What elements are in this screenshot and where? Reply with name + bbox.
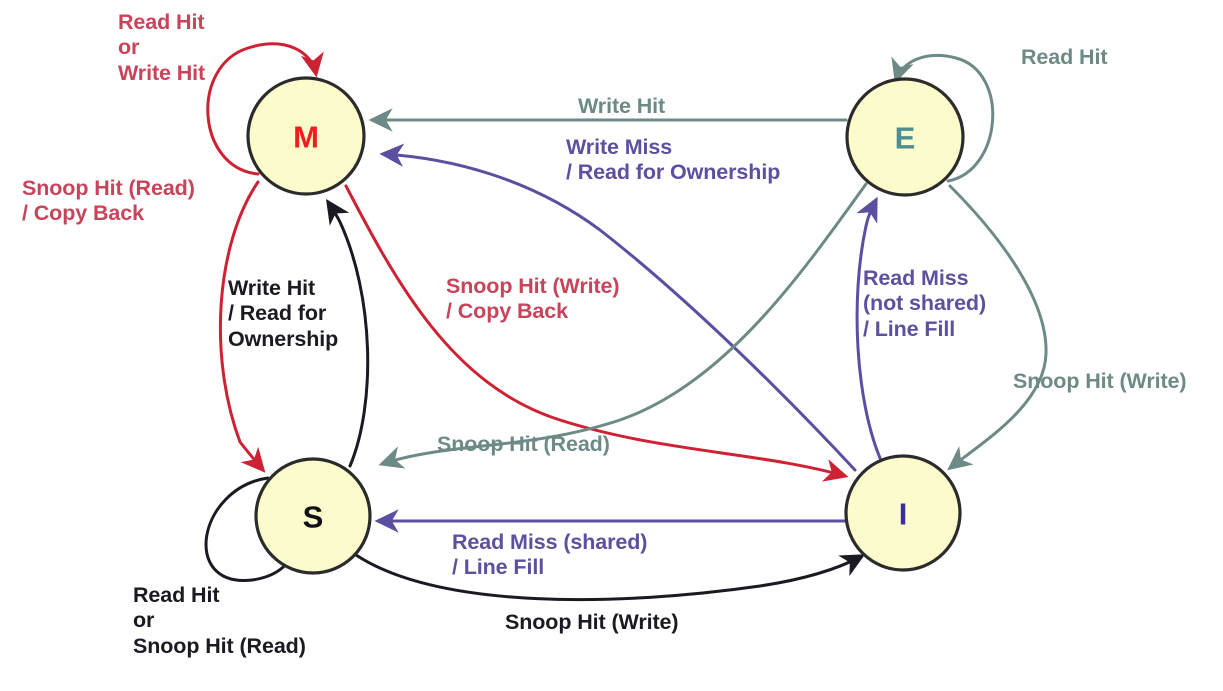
- node-s[interactable]: S: [254, 457, 372, 575]
- node-i-label: I: [899, 497, 908, 532]
- node-e-circle[interactable]: [845, 77, 965, 197]
- node-m[interactable]: M: [246, 76, 366, 196]
- node-s-label: S: [303, 500, 324, 535]
- node-m-circle[interactable]: [246, 76, 366, 196]
- edge-label-m-self-loop: Read Hit or Write Hit: [118, 10, 206, 85]
- node-i[interactable]: I: [844, 454, 962, 572]
- node-i-circle[interactable]: [844, 454, 962, 572]
- edge-e-self-loop: [891, 53, 995, 183]
- edge-label-i-to-e: Read Miss (not shared) / Line Fill: [863, 266, 987, 341]
- node-e[interactable]: E: [845, 77, 965, 197]
- node-s-circle[interactable]: [254, 457, 372, 575]
- edge-s-to-m: [326, 199, 370, 468]
- edge-label-i-to-s: Read Miss (shared) / Line Fill: [452, 530, 648, 580]
- edge-label-m-to-i: Snoop Hit (Write) / Copy Back: [446, 274, 620, 324]
- edge-label-s-to-i: Snoop Hit (Write): [505, 610, 679, 634]
- edge-m-to-i: [344, 184, 849, 482]
- edge-s-to-i: [354, 553, 866, 602]
- edge-e-to-s: [378, 182, 868, 469]
- node-e-label: E: [895, 121, 916, 156]
- edge-label-e-to-m: Write Hit: [578, 94, 666, 118]
- edge-label-e-self-loop: Read Hit: [1021, 45, 1108, 69]
- edge-m-to-s: [218, 180, 266, 473]
- edge-label-e-to-s: Snoop Hit (Read): [437, 432, 610, 456]
- edge-label-m-to-s: Snoop Hit (Read) / Copy Back: [22, 176, 195, 226]
- edge-label-i-to-m: Write Miss / Read for Ownership: [566, 135, 781, 185]
- edge-i-to-e: [855, 196, 882, 460]
- node-m-label: M: [293, 120, 319, 155]
- edge-label-e-to-i: Snoop Hit (Write): [1013, 369, 1187, 393]
- edge-m-self-loop: [206, 42, 324, 176]
- edge-i-to-m: [379, 143, 857, 472]
- edge-label-s-self-loop: Read Hit or Snoop Hit (Read): [133, 583, 306, 658]
- edge-e-to-i: [947, 184, 1048, 471]
- edge-label-s-to-m: Write Hit / Read for Ownership: [228, 276, 339, 351]
